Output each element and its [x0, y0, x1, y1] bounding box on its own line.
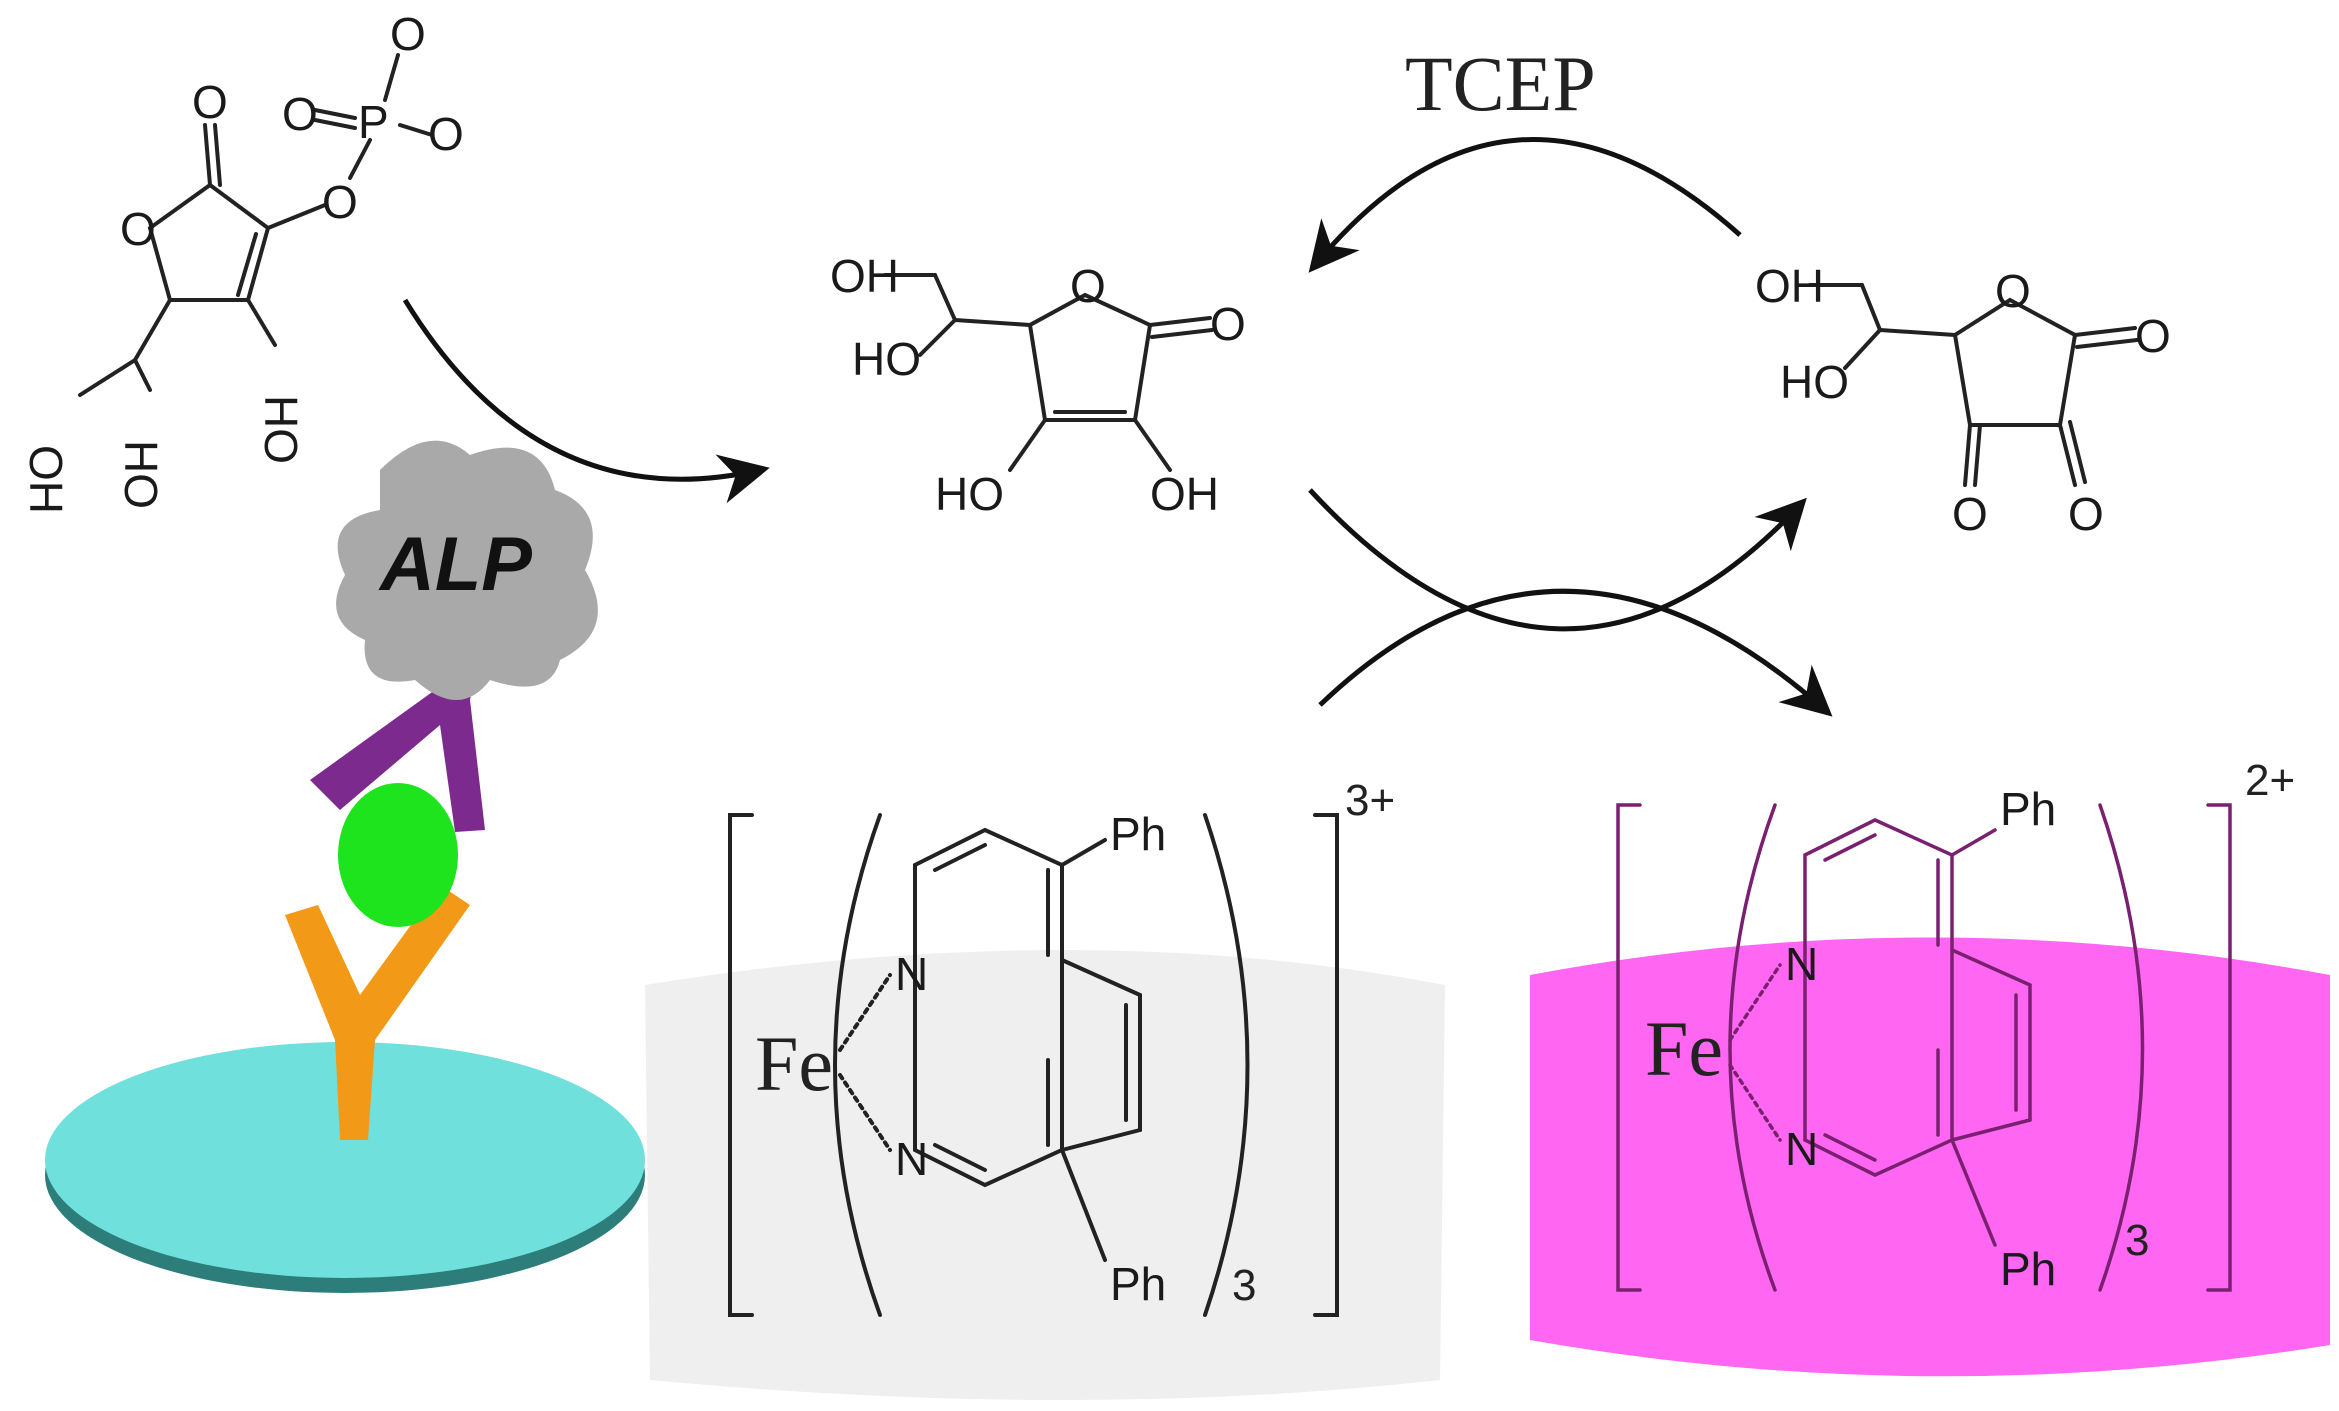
fe2-n-top: N — [1785, 938, 1818, 990]
fe3-n-bottom: N — [895, 1133, 928, 1185]
chain-oh1: HO — [115, 440, 167, 509]
fe-reduction-arrow — [1318, 588, 1833, 717]
dehydroascorbic-acid-structure: O O O O OH HO — [1755, 260, 2171, 540]
fe2-complex: Ph Ph N N Fe 3 2+ — [1616, 756, 2295, 1295]
ascorbic-acid-structure: O O HO OH OH HO — [830, 250, 1246, 520]
alp-label: ALP — [378, 522, 532, 607]
enol-oh-left: HO — [935, 468, 1004, 520]
capture-antibody — [285, 885, 470, 1140]
fe3-charge: 3+ — [1345, 776, 1395, 825]
carbonyl-o: O — [192, 76, 228, 128]
enol-oh-right: OH — [1150, 468, 1219, 520]
oxidation-arrow — [1308, 488, 1807, 632]
p-oxo-o: O — [282, 88, 318, 140]
chain-oh-right: OH — [1755, 260, 1824, 312]
ring-oh: HO — [255, 395, 307, 464]
fe3-ph-top: Ph — [1110, 808, 1166, 860]
carbonyl-o-right: O — [2135, 310, 2171, 362]
tcep-label: TCEP — [1405, 40, 1596, 127]
ester-o: O — [322, 176, 358, 228]
phosphorus: P — [358, 96, 389, 148]
fe3-count: 3 — [1232, 1261, 1256, 1310]
fe2-n-bottom: N — [1785, 1123, 1818, 1175]
ring-o: O — [120, 203, 156, 255]
fe3-complex-highlight — [645, 950, 1445, 1400]
fe2-ph-top: Ph — [2000, 783, 2056, 835]
keto-o-right: O — [2068, 488, 2104, 540]
alp-enzyme-blob — [336, 440, 598, 700]
ascorbyl-phosphate-structure: O O O P O O O HO HO OH — [20, 8, 464, 514]
immunoassay-surface: ALP — [45, 440, 645, 1293]
ring-o-right: O — [1995, 265, 2031, 317]
chain-oh-mid: OH — [830, 250, 899, 302]
fe2-charge: 2+ — [2245, 756, 2295, 805]
carbonyl-o-mid: O — [1210, 298, 1246, 350]
fe2-ph-bottom: Ph — [2000, 1243, 2056, 1295]
ring-o-mid: O — [1070, 260, 1106, 312]
p-oxide-o2: O — [428, 108, 464, 160]
chain-ho-right: HO — [1780, 356, 1849, 408]
tcep-reduction-arrow — [1308, 137, 1742, 273]
chain-ho-mid: HO — [852, 333, 921, 385]
fe2-complex-highlight — [1530, 937, 2330, 1377]
fe3-n-top: N — [895, 948, 928, 1000]
p-oxide-o1: O — [390, 8, 426, 60]
antigen — [338, 783, 458, 927]
keto-o-left: O — [1952, 488, 1988, 540]
chain-oh2: OH — [20, 445, 72, 514]
fe3-ph-bottom: Ph — [1110, 1258, 1166, 1310]
dephosphorylation-arrow — [402, 298, 770, 504]
fe3-iron: Fe — [755, 1020, 833, 1107]
fe2-count: 3 — [2125, 1216, 2149, 1265]
fe3-complex: Ph Ph N N Fe 3 3+ — [728, 776, 1395, 1317]
fe2-iron: Fe — [1645, 1005, 1723, 1092]
substrate-disk — [45, 1042, 645, 1278]
